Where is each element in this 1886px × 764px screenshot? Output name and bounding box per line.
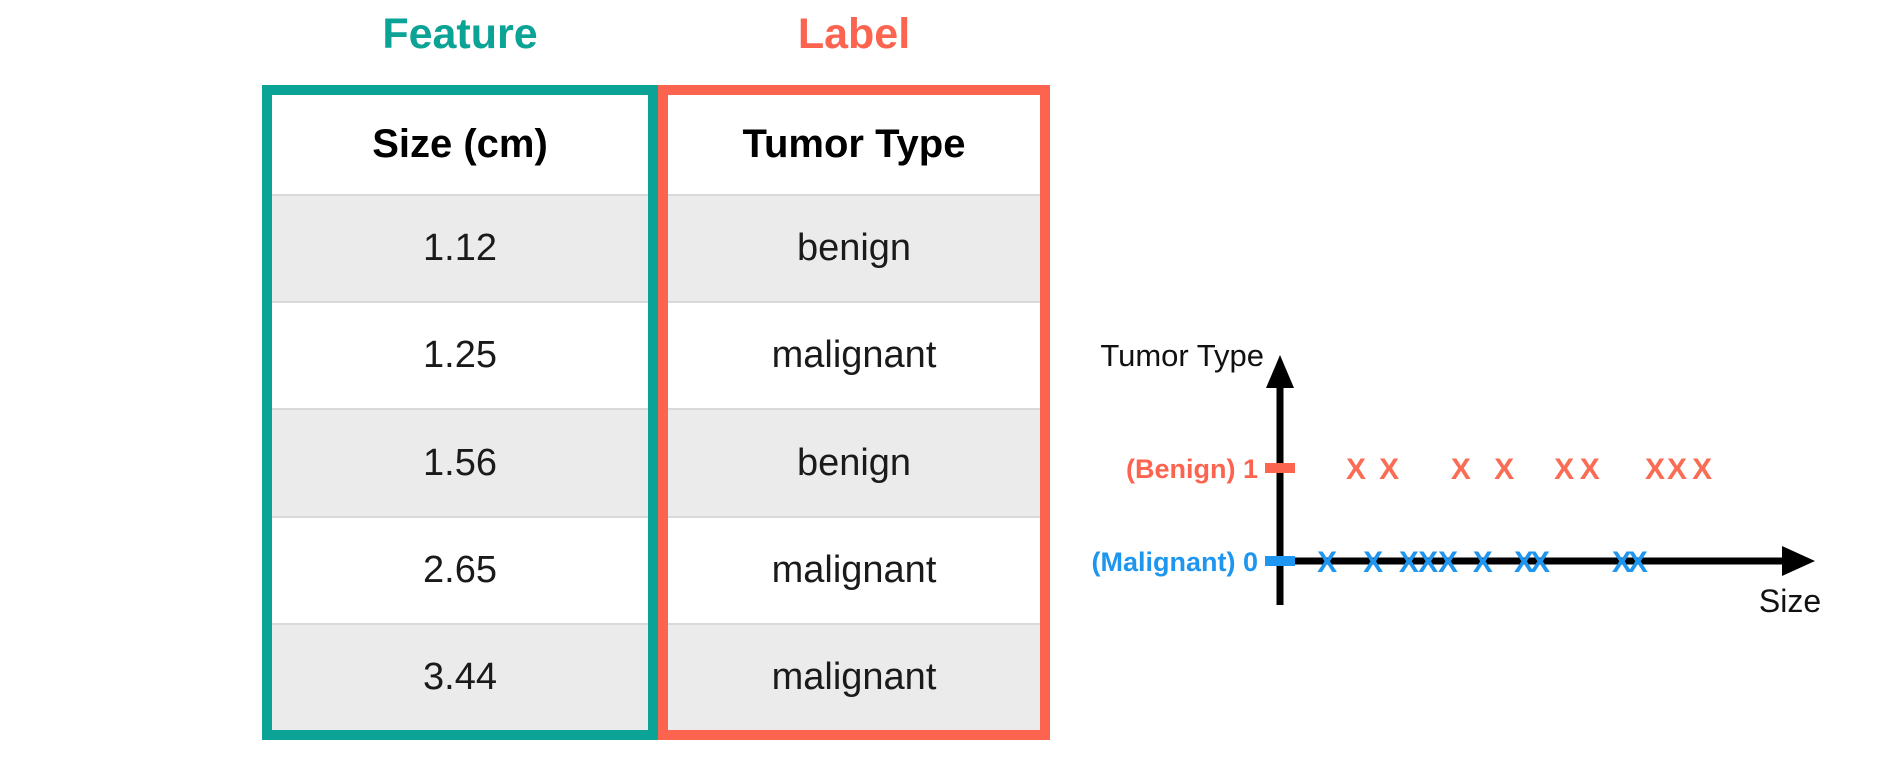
label-column-header: Tumor Type bbox=[668, 95, 1040, 194]
tumor-type-cell-4: malignant bbox=[668, 622, 1040, 731]
benign-x-marker-6: X bbox=[1645, 453, 1665, 486]
feature-column-title: Feature bbox=[382, 10, 538, 58]
label-column: Tumor Type benign malignant benign malig… bbox=[658, 85, 1050, 740]
benign-x-marker-1: X bbox=[1379, 453, 1399, 486]
x-axis-arrowhead bbox=[1782, 546, 1815, 576]
benign-x-marker-5: X bbox=[1580, 453, 1600, 486]
malignant-x-marker-4: X bbox=[1438, 546, 1458, 579]
tumor-type-cell-3: malignant bbox=[668, 515, 1040, 623]
tumor-type-cell-1: malignant bbox=[668, 301, 1040, 409]
tumor-type-cell-2: benign bbox=[668, 408, 1040, 516]
x-axis-title: Size bbox=[1759, 583, 1821, 619]
malignant-x-marker-3: X bbox=[1418, 546, 1438, 579]
benign-x-marker-3: X bbox=[1494, 453, 1514, 486]
malignant-x-marker-0: X bbox=[1317, 546, 1337, 579]
benign-x-marker-7: X bbox=[1667, 453, 1687, 486]
size-cell-4: 3.44 bbox=[272, 622, 648, 731]
benign-x-marker-0: X bbox=[1346, 453, 1366, 486]
y-category-label-0: (Malignant) 0 bbox=[1092, 547, 1259, 577]
benign-x-marker-2: X bbox=[1451, 453, 1471, 486]
feature-column: Size (cm) 1.12 1.25 1.56 2.65 3.44 bbox=[262, 85, 658, 740]
malignant-x-marker-5: X bbox=[1473, 546, 1493, 579]
label-column-title: Label bbox=[797, 10, 911, 58]
feature-column-header: Size (cm) bbox=[272, 95, 648, 194]
tick-0 bbox=[1265, 556, 1295, 566]
size-cell-3: 2.65 bbox=[272, 515, 648, 623]
tick-1 bbox=[1265, 463, 1295, 473]
tumor-type-cell-0: benign bbox=[668, 194, 1040, 302]
malignant-x-marker-8: X bbox=[1612, 546, 1632, 579]
malignant-x-marker-2: X bbox=[1399, 546, 1419, 579]
malignant-x-marker-1: X bbox=[1363, 546, 1383, 579]
size-cell-2: 1.56 bbox=[272, 408, 648, 516]
malignant-x-marker-9: X bbox=[1628, 546, 1648, 579]
malignant-x-marker-7: X bbox=[1530, 546, 1550, 579]
y-category-label-1: (Benign) 1 bbox=[1126, 454, 1258, 484]
y-axis-title: Tumor Type bbox=[1100, 338, 1264, 373]
size-cell-0: 1.12 bbox=[272, 194, 648, 302]
y-axis-arrowhead bbox=[1266, 355, 1294, 388]
benign-x-marker-8: X bbox=[1692, 453, 1712, 486]
size-cell-1: 1.25 bbox=[272, 301, 648, 409]
malignant-x-marker-6: X bbox=[1514, 546, 1534, 579]
benign-x-marker-4: X bbox=[1554, 453, 1574, 486]
